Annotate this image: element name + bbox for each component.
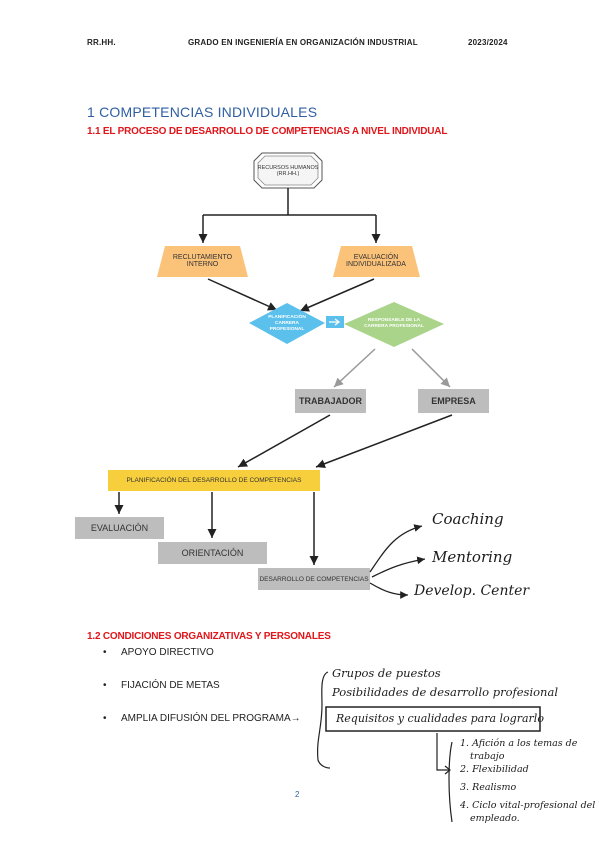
hand-note-line1: Grupos de puestos [332,666,441,680]
empresa-node: EMPRESA [431,396,476,406]
planificacion-desarrollo-node: PLANIFICACIÓN DEL DESARROLLO DE COMPETEN… [126,477,302,484]
hand-list-item: trabajo [470,751,505,762]
evaluacion-node: EVALUACIÓN [90,523,149,533]
reclutamiento-node: RECLUTAMIENTO INTERNO [172,254,233,268]
desarrollo-shape [258,568,370,590]
hand-list-item: 2. Flexibilidad [460,764,529,775]
evaluacion-ind-shape [333,246,420,277]
section2-title: 1.2 CONDICIONES ORGANIZATIVAS Y PERSONAL… [87,631,331,642]
evaluacion-shape [75,517,164,539]
bullet-item: •APOYO DIRECTIVO [103,647,214,658]
section-title: 1 COMPETENCIAS INDIVIDUALES [87,104,318,120]
planificacion-carrera-node: PLANIFICACIÓN CARRERA PROFESIONAL [268,315,306,332]
orientacion-node: ORIENTACIÓN [181,548,244,558]
orientacion-shape [158,542,267,564]
trabajador-shape [295,389,366,413]
root-node: RECURSOS HUMANOS (RR.HH.) [257,165,319,177]
responsable-node: RESPONSABLE DE LA CARRERA PROFESIONAL [364,318,424,329]
handwritten-box [325,706,541,732]
trabajador-node: TRABAJADOR [299,396,362,406]
section-subtitle: 1.1 EL PROCESO DE DESARROLLO DE COMPETEN… [87,126,448,137]
bullet-item: •FIJACIÓN DE METAS [103,680,220,691]
hand-list-item: 3. Realismo [460,782,517,793]
hand-list-item: 4. Ciclo vital-profesional del [460,800,596,811]
header-center: GRADO EN INGENIERÍA EN ORGANIZACIÓN INDU… [188,38,418,47]
empresa-shape [418,389,489,413]
hand-list-item: 1. Afición a los temas de [460,738,578,749]
bullet-text: FIJACIÓN DE METAS [121,680,220,691]
hand-coaching: Coaching [432,510,504,528]
hand-list-item: empleado. [470,813,520,824]
planificacion-carrera-shape [249,303,325,344]
bullet-item: •AMPLIA DIFUSIÓN DEL PROGRAMA→ [103,713,301,724]
hand-mentoring: Mentoring [432,548,513,566]
header-left: RR.HH. [87,38,116,47]
hand-develop-center: Develop. Center [414,583,530,599]
reclutamiento-shape [157,246,248,277]
header-right: 2023/2024 [468,38,508,47]
responsable-shape [344,302,444,347]
hand-note-boxed: Requisitos y cualidades para lograrlo [336,712,544,725]
bullet-text: AMPLIA DIFUSIÓN DEL PROGRAMA→ [121,713,301,724]
bullet-text: APOYO DIRECTIVO [121,647,214,658]
planificacion-desarrollo-shape [108,470,320,491]
desarrollo-node: DESARROLLO DE COMPETENCIAS [259,575,369,583]
page-number: 2 [295,790,300,799]
evaluacion-ind-node: EVALUACIÓN INDIVIDUALIZADA [346,254,406,268]
hand-note-line2: Posibilidades de desarrollo profesional [332,685,559,699]
